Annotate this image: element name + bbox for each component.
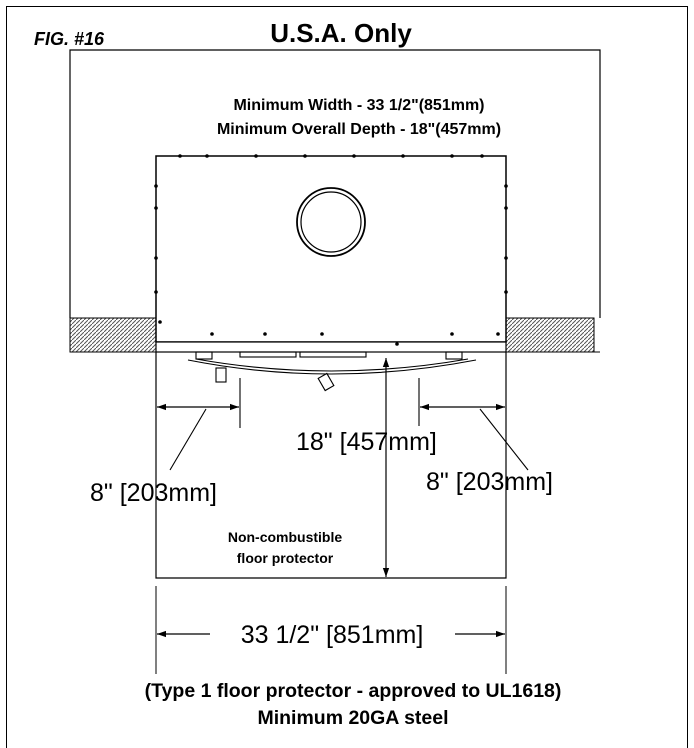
figure-title: U.S.A. Only [270, 18, 412, 48]
min-width-text: Minimum Width - 33 1/2"(851mm) [233, 97, 484, 114]
note-steel: Minimum 20GA steel [257, 707, 448, 729]
floor-protector-outline [155, 352, 507, 579]
min-depth-text: Minimum Overall Depth - 18"(457mm) [217, 121, 501, 138]
floor-protector-label-2: floor protector [237, 550, 334, 566]
dim-label-width: 33 1/2" [851mm] [241, 621, 424, 649]
wall-hatch-left [69, 317, 157, 353]
unit-front-details [187, 351, 477, 392]
floor-protector-label-1: Non-combustible [228, 529, 343, 545]
fireplace-base [155, 341, 507, 353]
flue-collar-outer [296, 187, 366, 257]
leader-side-left [169, 408, 207, 471]
leader-side-right [479, 408, 529, 471]
figure-label: FIG. #16 [34, 29, 105, 49]
unit-bolts [154, 154, 508, 346]
dim-label-side-right: 8" [203mm] [426, 468, 553, 496]
wall-hatch-right [505, 317, 595, 353]
flue-collar-inner [300, 191, 362, 253]
figure-frame [6, 6, 688, 748]
dim-label-side-left: 8" [203mm] [90, 479, 217, 507]
enclosure-outline [69, 49, 601, 318]
dim-label-front: 18" [457mm] [296, 428, 437, 456]
note-type-1: (Type 1 floor protector - approved to UL… [145, 680, 562, 702]
